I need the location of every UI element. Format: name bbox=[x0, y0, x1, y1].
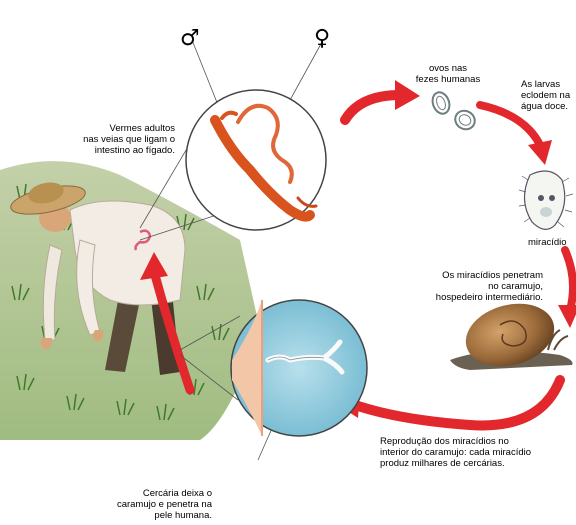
label-miracidium: miracídio bbox=[528, 237, 567, 248]
miracidium-illustration bbox=[519, 171, 573, 229]
cercaria-inset bbox=[231, 300, 367, 436]
eggs-illustration bbox=[430, 90, 478, 133]
snail-illustration bbox=[450, 294, 573, 375]
female-symbol: ♀ bbox=[314, 26, 330, 51]
male-symbol: ♂ bbox=[180, 26, 200, 51]
arrow-eggs-to-larvae bbox=[480, 105, 552, 165]
arrow-snail-to-cercaria bbox=[335, 380, 560, 425]
arrow-worms-to-eggs bbox=[345, 80, 420, 120]
adult-worms-inset bbox=[186, 90, 326, 230]
arrow-miracidium-to-snail bbox=[558, 250, 576, 328]
